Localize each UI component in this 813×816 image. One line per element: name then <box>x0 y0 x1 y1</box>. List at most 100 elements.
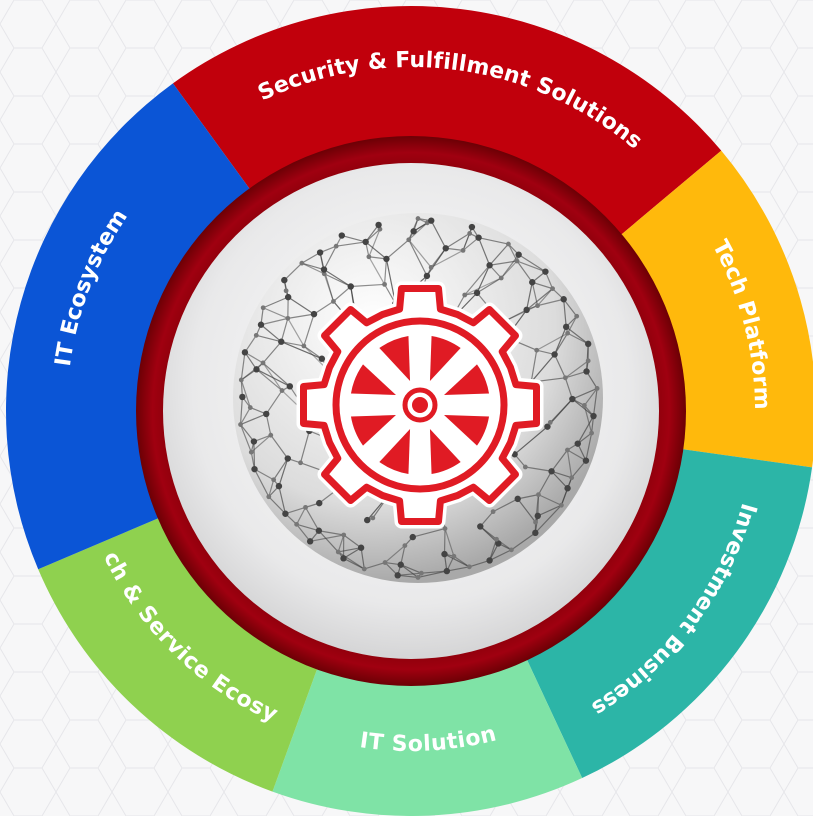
globe-link <box>517 498 537 523</box>
globe-link <box>256 368 283 392</box>
globe-link <box>554 354 566 379</box>
globe-node <box>583 368 590 375</box>
globe-node <box>315 527 323 534</box>
globe-link <box>421 570 447 574</box>
globe-link <box>592 388 598 417</box>
globe-link <box>532 281 553 290</box>
globe-node <box>477 523 484 530</box>
globe-node <box>468 223 476 231</box>
globe-link <box>240 407 251 425</box>
globe-node <box>498 275 504 281</box>
outer-segment-ring <box>5 6 813 816</box>
globe-node <box>418 570 424 576</box>
wheel-wedge <box>350 414 396 446</box>
wheel-gear-emblem-icon <box>296 281 544 529</box>
globe-node <box>247 405 253 410</box>
globe-link <box>530 354 556 383</box>
globe-link <box>244 352 257 370</box>
globe-link <box>479 526 497 540</box>
globe-link <box>299 430 310 463</box>
globe-node <box>535 303 540 309</box>
globe-node <box>564 485 571 492</box>
globe-link <box>337 551 365 570</box>
globe-node <box>366 254 372 260</box>
globe-node <box>298 460 303 466</box>
globe-link <box>240 379 251 408</box>
globe-link <box>287 296 315 315</box>
globe-node <box>357 544 365 551</box>
segment-security <box>172 6 722 243</box>
globe-link <box>567 449 587 462</box>
globe-node <box>275 482 283 490</box>
globe-link <box>240 413 267 426</box>
globe-node <box>574 440 581 447</box>
globe-node <box>294 521 300 527</box>
globe-link <box>554 332 569 355</box>
segment-it-ecosystem <box>5 83 258 570</box>
globe-link <box>364 562 386 570</box>
globe-node <box>382 560 388 565</box>
globe-link <box>549 398 573 423</box>
globe-node <box>423 272 431 280</box>
globe-node <box>509 547 514 553</box>
globe-link <box>283 262 303 281</box>
globe-link <box>287 318 305 347</box>
globe-node <box>362 238 369 246</box>
globe-link <box>446 566 470 572</box>
globe-node <box>331 298 336 304</box>
globe-node <box>361 566 367 572</box>
globe-node <box>285 315 291 321</box>
globe-link <box>516 260 533 283</box>
globe-node <box>370 515 376 521</box>
globe-node <box>415 575 421 580</box>
globe-node <box>542 268 549 275</box>
globe-node <box>514 495 521 503</box>
wheel-wedge <box>444 364 490 396</box>
globe-node <box>333 243 339 249</box>
globe-link <box>400 564 422 574</box>
globe-link <box>417 570 447 579</box>
globe-node <box>338 232 346 239</box>
globe-link <box>239 424 252 453</box>
globe-node <box>409 533 416 541</box>
globe-link <box>301 262 325 271</box>
globe-link <box>350 283 385 288</box>
globe-node <box>383 255 390 263</box>
globe-node <box>565 447 570 453</box>
globe-link <box>383 258 388 285</box>
globe-link <box>301 252 321 264</box>
globe-node <box>514 258 520 264</box>
globe-node <box>316 499 323 507</box>
globe-link <box>551 470 572 479</box>
globe-link <box>397 572 422 576</box>
globe-link <box>318 530 339 553</box>
globe-link <box>489 549 512 562</box>
globe-node <box>271 477 277 483</box>
globe-link <box>571 398 594 417</box>
globe-node <box>475 234 482 241</box>
globe-node <box>584 340 592 348</box>
globe-node <box>560 296 567 303</box>
globe-link <box>296 523 311 542</box>
globe-node <box>590 412 597 420</box>
globe-link <box>250 434 272 453</box>
globe-link <box>280 318 289 342</box>
globe-link <box>262 362 291 387</box>
globe-node <box>341 532 347 538</box>
globe-link <box>260 317 288 326</box>
globe-node <box>585 358 591 364</box>
globe-node <box>532 529 539 537</box>
globe-node <box>495 540 502 547</box>
globe-link <box>318 530 344 536</box>
globe-node <box>406 237 412 243</box>
globe-link <box>517 494 539 500</box>
globe-link <box>430 247 447 268</box>
globe-node <box>250 438 258 445</box>
globe-link <box>551 470 569 489</box>
globe-link <box>583 388 598 406</box>
globe-node <box>505 241 511 247</box>
globe-node <box>548 468 555 475</box>
globe-link <box>571 460 587 479</box>
globe-link <box>476 265 491 294</box>
globe-link <box>278 485 286 514</box>
